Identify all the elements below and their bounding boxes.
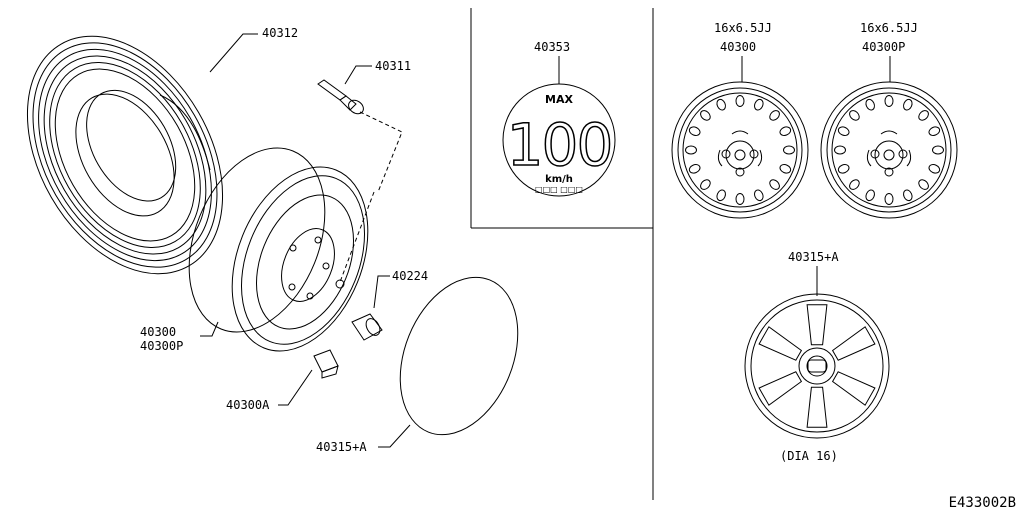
label-wheel-line2: 40300P <box>140 339 183 353</box>
hubcap-spokes <box>758 304 876 428</box>
vent-hole <box>834 145 846 155</box>
sensor-illustration <box>313 349 339 379</box>
vent-hole <box>903 98 913 111</box>
vent-hole <box>837 126 850 136</box>
label-rim1-size: 16x6.5JJ <box>714 21 772 35</box>
label-tire: 40312 <box>262 26 298 40</box>
label-rim2-part: 40300P <box>862 40 905 54</box>
label-nut: 40224 <box>392 269 428 283</box>
vent-hole <box>849 110 860 121</box>
vent-hole <box>918 179 929 190</box>
vent-hole <box>932 145 944 155</box>
vent-hole <box>735 193 745 205</box>
vent-hole <box>700 110 711 121</box>
panel-dividers <box>470 8 654 500</box>
hubcap-spoke <box>831 371 876 406</box>
vent-hole <box>716 98 726 111</box>
vent-hole <box>865 98 875 111</box>
vent-hole <box>779 164 792 174</box>
vent-hole <box>849 179 860 190</box>
vent-hole <box>754 98 764 111</box>
sticker-small-text: □□□ □□□ <box>535 185 583 194</box>
valve-stem-illustration <box>317 79 403 283</box>
rim-40300-vent-holes <box>685 95 795 205</box>
vent-hole <box>688 164 701 174</box>
vent-hole <box>918 110 929 121</box>
rim-40300P-illustration <box>820 56 958 219</box>
vent-hole <box>928 164 941 174</box>
sticker-speed-text: 100 <box>507 111 612 179</box>
hubcap-spoke <box>758 371 803 406</box>
vent-hole <box>688 126 701 136</box>
label-sensor: 40300A <box>226 398 270 412</box>
vent-hole <box>685 145 697 155</box>
vent-hole <box>865 189 875 202</box>
vent-hole <box>779 126 792 136</box>
label-wheel-line1: 40300 <box>140 325 176 339</box>
vent-hole <box>928 126 941 136</box>
vent-hole <box>884 193 894 205</box>
tire-illustration <box>26 35 224 275</box>
hubcap-illustration <box>744 266 890 439</box>
vent-hole <box>769 179 780 190</box>
label-rim1-part: 40300 <box>720 40 756 54</box>
vent-hole <box>754 189 764 202</box>
vent-hole <box>903 189 913 202</box>
diagram-code: E433002B <box>949 495 1016 511</box>
hubcap-spoke <box>831 326 876 361</box>
label-sticker-part: 40353 <box>534 40 570 54</box>
vent-hole <box>735 95 745 107</box>
rim-40300P-vent-holes <box>834 95 944 205</box>
hubcap-spoke <box>758 326 803 361</box>
vent-hole <box>716 189 726 202</box>
wheel-cover-illustration <box>399 276 519 436</box>
label-hubcap-part: 40315+A <box>788 250 839 264</box>
vent-hole <box>783 145 795 155</box>
label-rim2-size: 16x6.5JJ <box>860 21 918 35</box>
sticker-unit-text: km/h <box>545 174 573 185</box>
vent-hole <box>769 110 780 121</box>
speed-sticker-illustration <box>502 56 616 197</box>
hubcap-spoke <box>806 304 828 346</box>
vent-hole <box>837 164 850 174</box>
label-hubcap-note: (DIA 16) <box>780 449 838 463</box>
vent-hole <box>884 95 894 107</box>
steel-wheel-illustration <box>188 147 369 352</box>
rim-40300-illustration <box>671 56 809 219</box>
leader-lines-left <box>200 33 411 448</box>
label-cover: 40315+A <box>316 440 367 454</box>
wheel-nut-illustration <box>335 279 383 341</box>
hubcap-spoke <box>806 386 828 428</box>
label-valve: 40311 <box>375 59 411 73</box>
sticker-max-text: MAX <box>545 93 573 106</box>
vent-hole <box>700 179 711 190</box>
